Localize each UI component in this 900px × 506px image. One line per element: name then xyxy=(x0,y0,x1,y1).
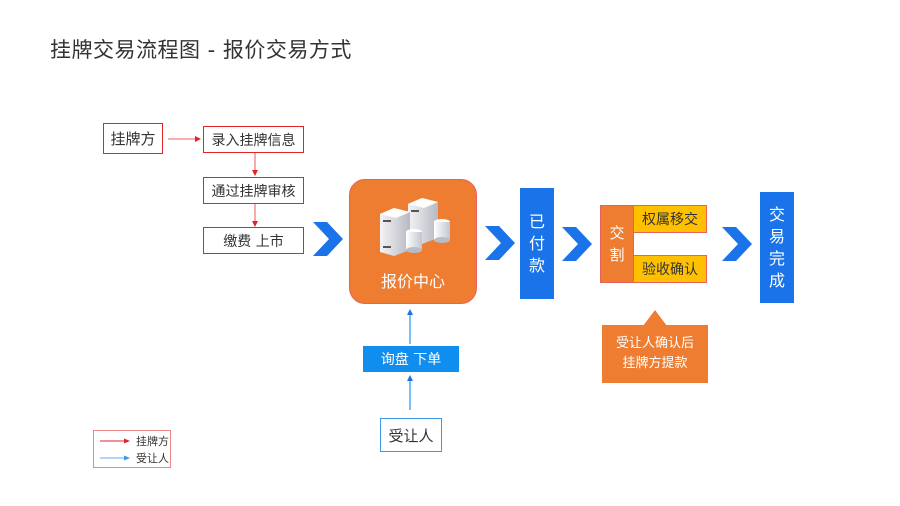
acceptance-confirm: 验收确认 xyxy=(633,255,707,283)
server-database-icon xyxy=(380,198,450,256)
delivery-char: 割 xyxy=(609,246,625,264)
seller-arrow-down-1 xyxy=(252,153,258,176)
complete-char: 成 xyxy=(768,270,785,290)
paid-char: 付 xyxy=(528,233,545,253)
buyer-arrow-up-1 xyxy=(407,309,413,344)
quotation-center-label: 报价中心 xyxy=(380,272,445,291)
withdrawal-callout: 受让人确认后 挂牌方提款 xyxy=(602,325,708,383)
complete-char: 完 xyxy=(768,248,785,268)
inquiry-order-step: 询盘 下单 xyxy=(363,346,459,372)
buyer-node: 受让人 xyxy=(380,418,442,452)
step-pay-list: 缴费 上市 xyxy=(203,227,304,254)
delivery-char: 交 xyxy=(609,224,625,242)
legend-label: 受让人 xyxy=(136,452,169,465)
buyer-arrow-up-2 xyxy=(407,375,413,410)
complete-char: 易 xyxy=(768,226,785,246)
chevron-right-icon xyxy=(485,226,515,260)
legend-item-seller: 挂牌方 xyxy=(100,433,169,449)
complete-char: 交 xyxy=(768,204,785,224)
delivery-node: 交 割 xyxy=(600,205,634,283)
callout-pointer xyxy=(643,310,667,326)
callout-line: 受让人确认后 xyxy=(615,336,694,351)
chevron-right-icon xyxy=(562,227,592,261)
seller-arrow-right xyxy=(168,136,201,142)
blue-arrow-icon xyxy=(100,455,130,461)
step-pass-review: 通过挂牌审核 xyxy=(203,177,304,204)
paid-char: 款 xyxy=(528,255,545,275)
paid-char: 已 xyxy=(528,211,545,231)
paid-node: 已 付 款 xyxy=(520,188,554,299)
ownership-transfer: 权属移交 xyxy=(633,205,707,233)
callout-line: 挂牌方提款 xyxy=(622,356,688,371)
trade-complete-node: 交 易 完 成 xyxy=(760,192,794,303)
legend-label: 挂牌方 xyxy=(136,435,169,448)
seller-arrow-down-2 xyxy=(252,204,258,227)
seller-node: 挂牌方 xyxy=(103,123,163,154)
chevron-right-icon xyxy=(313,222,343,256)
legend: 挂牌方 受让人 xyxy=(93,430,171,468)
red-arrow-icon xyxy=(100,438,130,444)
step-enter-listing: 录入挂牌信息 xyxy=(203,126,304,153)
legend-item-buyer: 受让人 xyxy=(100,450,169,466)
chevron-right-icon xyxy=(722,227,752,261)
quotation-center: 报价中心 xyxy=(349,179,477,304)
page-title: 挂牌交易流程图 - 报价交易方式 xyxy=(50,38,352,62)
